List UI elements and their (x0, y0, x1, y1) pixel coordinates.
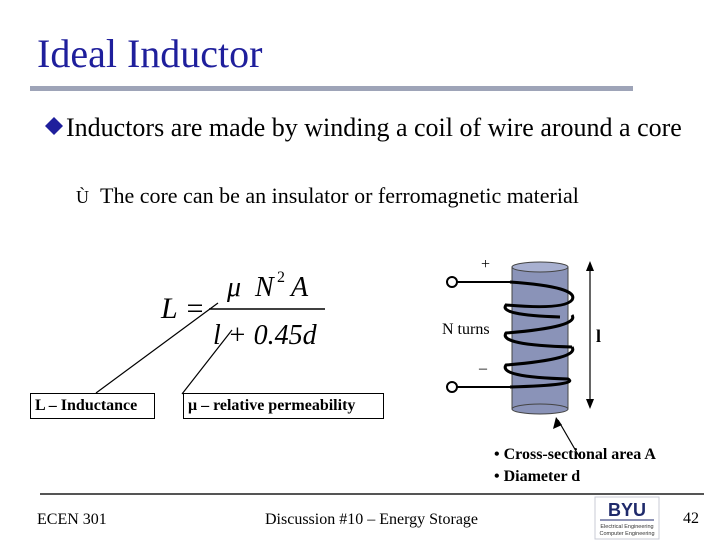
check-bullet-icon: Ù (76, 187, 89, 207)
permeability-label: μ – relative permeability (183, 393, 384, 419)
byu-logo: BYU Electrical Engineering Computer Engi… (594, 496, 660, 540)
area-item: • Cross-sectional area A (494, 446, 656, 463)
area-arrowhead (553, 417, 562, 429)
title-underline (30, 86, 633, 91)
formula-lhs: L = (160, 292, 205, 325)
top-terminal (446, 276, 458, 288)
inductance-formula: L = μ N 2 A l + 0.45d (160, 269, 325, 351)
formula-mu: μ (226, 272, 241, 303)
area-list: • Cross-sectional area A • Diameter d (494, 444, 656, 488)
plus-sign: + (481, 256, 491, 273)
formula-exponent: 2 (277, 269, 285, 286)
formula-denominator: l + 0.45d (213, 320, 318, 351)
svg-text:Computer Engineering: Computer Engineering (599, 531, 654, 537)
main-bullet: Inductors are made by winding a coil of … (66, 113, 682, 142)
sub-bullet: The core can be an insulator or ferromag… (100, 183, 579, 208)
coil-windings (503, 280, 575, 389)
core-bottom (511, 403, 569, 415)
diameter-item: • Diameter d (494, 468, 581, 485)
inductance-pointer (95, 302, 219, 394)
svg-text:BYU: BYU (608, 500, 646, 520)
n-turns-label: N turns (442, 321, 490, 338)
footer-divider (40, 493, 704, 495)
page-number: 42 (683, 510, 699, 527)
footer-course: ECEN 301 (37, 511, 107, 528)
formula-n: N (254, 272, 275, 303)
bottom-terminal (446, 381, 458, 393)
footer-topic: Discussion #10 – Energy Storage (265, 511, 479, 528)
permeability-pointer (181, 329, 233, 395)
core-top (511, 261, 569, 273)
diamond-bullet-icon (45, 117, 63, 135)
svg-text:Electrical Engineering: Electrical Engineering (600, 524, 653, 530)
length-label: l (596, 326, 602, 346)
minus-sign: – (479, 360, 487, 377)
slide-title: Ideal Inductor (37, 31, 263, 76)
inductor-coil-diagram (446, 261, 594, 415)
inductance-label: L – Inductance (30, 393, 155, 419)
area-pointer (557, 419, 581, 459)
formula-a: A (289, 272, 309, 303)
